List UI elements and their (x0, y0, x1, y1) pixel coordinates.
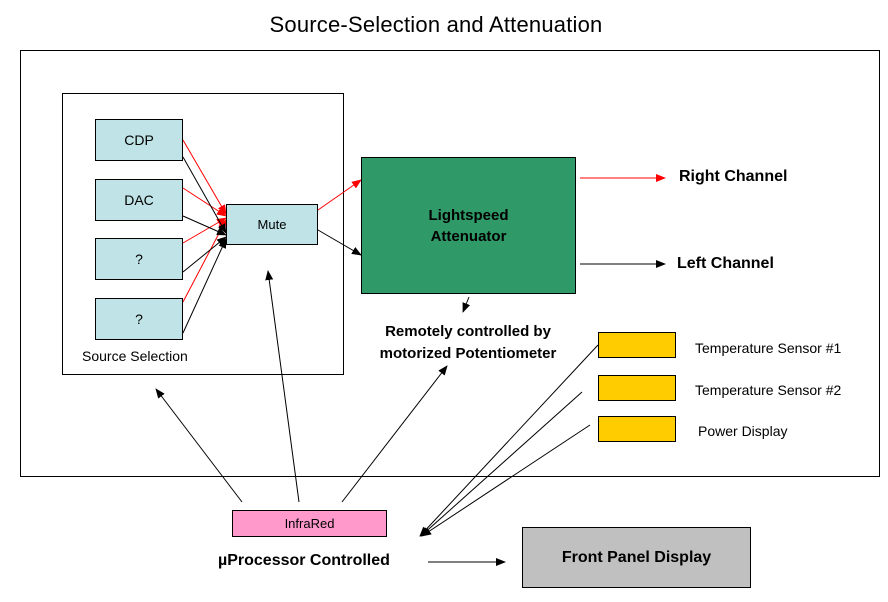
left-channel-label: Left Channel (677, 255, 774, 272)
temperature-sensor-1-label: Temperature Sensor #1 (695, 340, 842, 356)
black-line-src4 (182, 238, 227, 334)
temperature-sensor-2-label: Temperature Sensor #2 (695, 382, 842, 398)
source-unknown-box-1: ? (95, 238, 183, 280)
source-selection-label: Source Selection (82, 348, 188, 364)
diagram-title: Source-Selection and Attenuation (269, 12, 603, 37)
black-line-src3 (182, 236, 227, 273)
power-display-box (598, 416, 676, 442)
temperature-sensor-1-box (598, 332, 676, 358)
lightspeed-attenuator-box: Lightspeed Attenuator (361, 157, 576, 294)
power-to-processor-arrow (421, 424, 591, 537)
infrared-to-source-arrow (155, 388, 243, 503)
mute-box: Mute (226, 204, 318, 245)
source-unknown-box-2: ? (95, 298, 183, 340)
infrared-box: InfraRed (232, 510, 387, 537)
infrared-to-mute-arrow (265, 270, 300, 503)
power-display-label: Power Display (698, 423, 788, 439)
source-cdp-box: CDP (95, 119, 183, 161)
black-line-dac (182, 215, 227, 236)
mute-to-attenuator-red (317, 179, 362, 211)
sensor2-to-processor-arrow (420, 391, 583, 537)
red-line-dac (182, 187, 227, 217)
front-panel-display-box: Front Panel Display (522, 527, 751, 588)
black-line-cdp (182, 156, 227, 234)
source-dac-box: DAC (95, 179, 183, 221)
attenuator-label: Lightspeed Attenuator (428, 206, 509, 245)
right-channel-label: Right Channel (679, 168, 788, 185)
infrared-to-potentiometer-arrow (341, 365, 448, 503)
mute-to-attenuator-black (317, 229, 362, 256)
temperature-sensor-2-box (598, 375, 676, 401)
attenuator-to-note-arrow (462, 296, 471, 313)
red-line-cdp (182, 139, 227, 215)
remote-control-note: Remotely controlled by motorized Potenti… (379, 323, 557, 362)
processor-label: µProcessor Controlled (218, 552, 390, 569)
sensor1-to-processor-arrow (419, 344, 599, 537)
